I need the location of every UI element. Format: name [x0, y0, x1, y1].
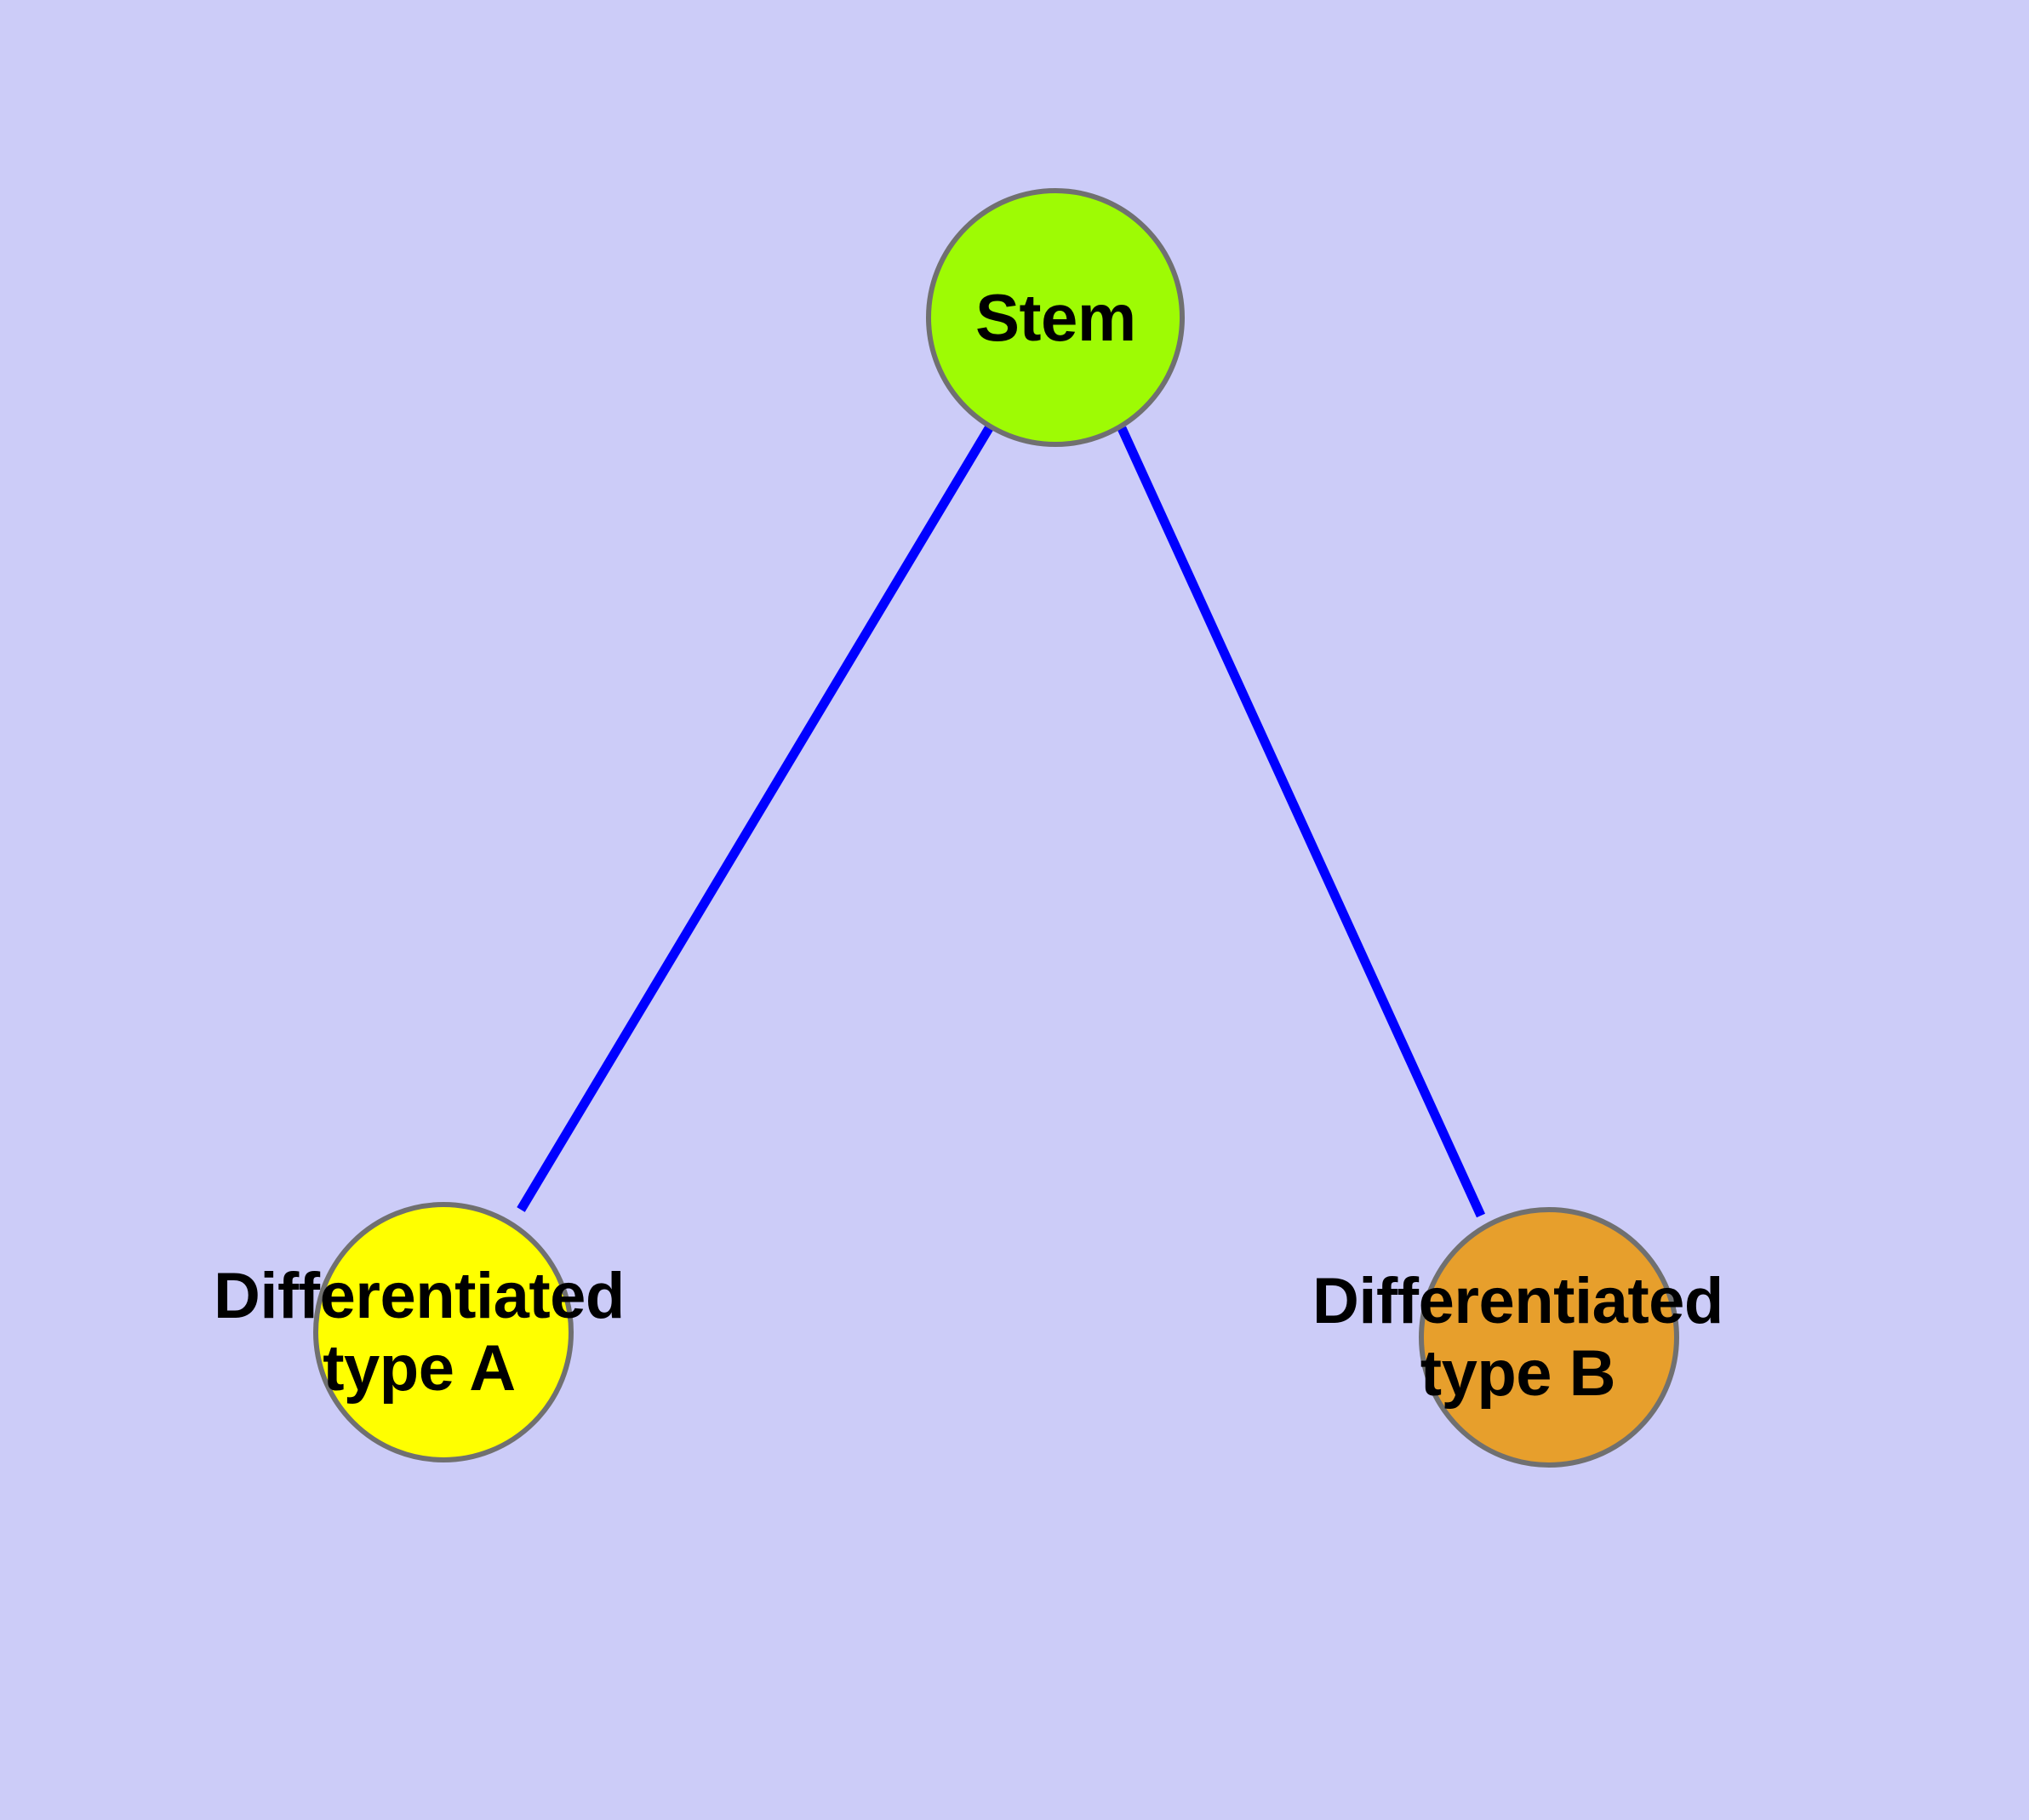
node-diff-b[interactable] — [1419, 1207, 1679, 1468]
node-label-diff-a: Differentiated type A — [214, 1260, 625, 1405]
edge-stem-to-diff-a — [517, 426, 993, 1212]
node-label-stem: Stem — [975, 280, 1136, 355]
node-label-diff-b: Differentiated type B — [1312, 1265, 1723, 1411]
node-diff-a[interactable] — [313, 1202, 574, 1462]
edge-stem-to-diff-b — [1117, 426, 1486, 1218]
node-stem[interactable] — [926, 188, 1185, 447]
